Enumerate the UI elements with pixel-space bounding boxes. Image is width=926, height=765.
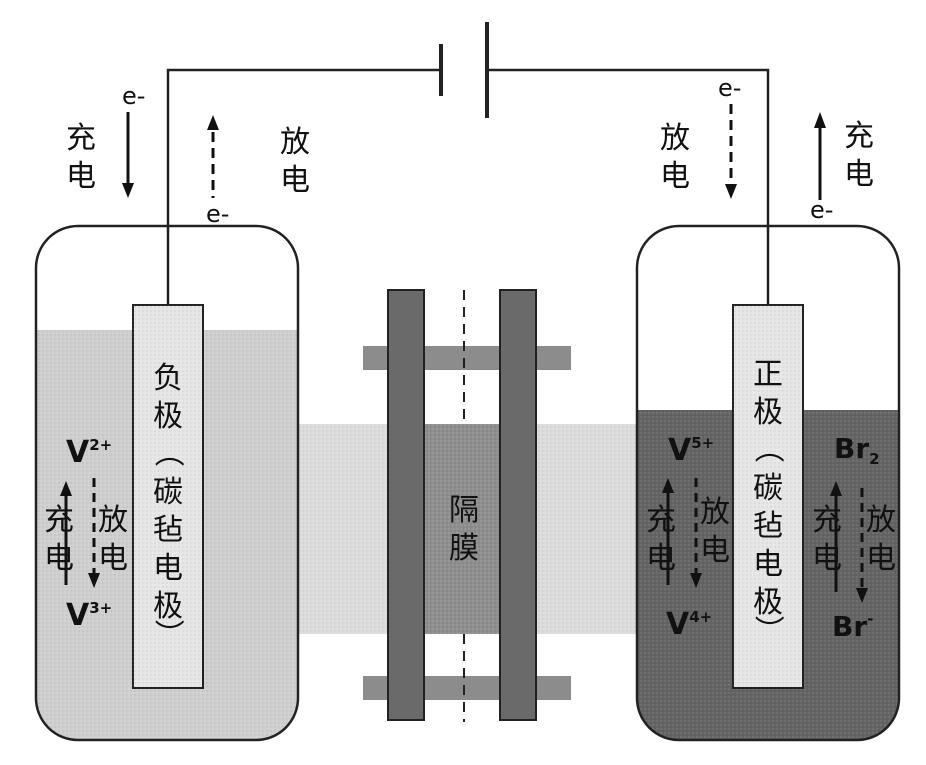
positive-electrode-name-char2: 极 (753, 395, 783, 430)
left-charge-arrowhead (122, 183, 134, 198)
left-charge-label-char2: 电 (66, 159, 96, 194)
right-v-discharge-char2: 电 (700, 533, 730, 568)
negative-electrode-paren-open: （ (150, 437, 185, 467)
negative-electrode-material-char1: 碳 (153, 475, 183, 510)
negative-electrode-paren-close: ） (150, 619, 185, 649)
right-discharge-label-char2: 电 (660, 159, 690, 194)
left-electron-label-bottom: e- (206, 200, 229, 228)
right-charge-arrowhead (814, 112, 826, 128)
right-discharge-label-char1: 放 (660, 121, 690, 156)
right-electron-label-top: e- (718, 74, 741, 102)
right-v-bottom-species-base: V (666, 607, 690, 642)
positive-electrode-material-char2: 毡 (753, 509, 783, 544)
left-bottom-species-base: V (66, 598, 90, 633)
positive-electrode-name-char1: 正 (753, 357, 783, 392)
membrane-block-dots (424, 424, 500, 634)
right-br-discharge-char2: 电 (866, 541, 896, 576)
negative-electrode-name-char2: 极 (153, 399, 183, 434)
left-bottom-species-charge: 3+ (89, 599, 112, 617)
left-discharge-arrowhead (207, 115, 219, 130)
right-br-bottom-species-charge: - (867, 610, 873, 628)
right-br-top-species-sub: 2 (869, 450, 879, 468)
connecting-tube-left-dots (298, 424, 390, 634)
left-plate (388, 290, 424, 720)
negative-electrode-material-char3: 电 (153, 551, 183, 586)
left-discharge-label-char1: 放 (280, 125, 310, 160)
right-discharge-arrowhead (725, 184, 737, 199)
connecting-tube-right-dots (537, 424, 637, 634)
right-v-top-species-charge: 5+ (691, 434, 714, 452)
right-v-discharge-char1: 放 (700, 495, 730, 530)
negative-electrode-material-char2: 毡 (153, 513, 183, 548)
right-br-discharge-char1: 放 (866, 503, 896, 538)
right-v-charge-char1: 充 (646, 503, 676, 538)
positive-electrode-material-char1: 碳 (753, 471, 783, 506)
right-br-top-species-base: Br (834, 432, 869, 465)
left-top-species-base: V (66, 435, 90, 470)
positive-electrode-paren-open: （ (750, 433, 785, 463)
left-discharge-label-char2: 电 (280, 163, 310, 198)
right-br-charge-char1: 充 (812, 503, 842, 538)
right-v-charge-char2: 电 (646, 541, 676, 576)
left-tank-discharge-char2: 电 (98, 541, 128, 576)
right-v-bottom-species-charge: 4+ (689, 608, 712, 626)
right-plate (500, 290, 536, 720)
negative-electrode-name-char1: 负 (153, 361, 183, 396)
left-tank-charge-char1: 充 (44, 503, 74, 538)
left-tank-discharge-char1: 放 (98, 503, 128, 538)
membrane-label-char1: 隔 (449, 493, 479, 528)
right-charge-label-char1: 充 (844, 119, 874, 154)
positive-electrode-label: 正 极 （ 碳 毡 电 极 ） (750, 357, 785, 645)
right-br-bottom-species-base: Br (832, 610, 867, 643)
positive-electrode-paren-close: ） (750, 615, 785, 645)
left-top-species-charge: 2+ (89, 436, 112, 454)
left-electron-label-top: e- (122, 82, 145, 110)
negative-electrode-label: 负 极 （ 碳 毡 电 极 ） (150, 361, 185, 649)
circuit-wire-right (487, 70, 768, 305)
right-v-top-species-base: V (668, 433, 692, 468)
positive-electrode-material-char3: 电 (753, 547, 783, 582)
left-tank-charge-char2: 电 (44, 541, 74, 576)
right-charge-label-char2: 电 (844, 157, 874, 192)
left-charge-label-char1: 充 (66, 121, 96, 156)
right-electron-label-bottom: e- (810, 196, 833, 224)
membrane-label-char2: 膜 (449, 531, 479, 566)
right-br-charge-char2: 电 (812, 541, 842, 576)
